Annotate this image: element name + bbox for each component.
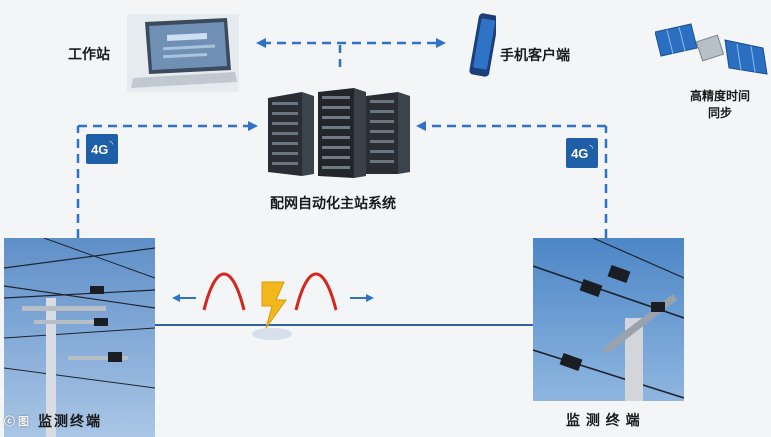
right-arrow-icon — [350, 294, 374, 302]
4g-badge-text: 4G — [91, 142, 108, 157]
mobile-client-label: 手机客户端 — [500, 45, 570, 65]
time-sync-label: 高精度时间同步 — [690, 88, 750, 122]
left-terminal-photo — [4, 238, 155, 437]
phone-icon — [468, 13, 496, 84]
fault-lightning-icon — [252, 282, 292, 340]
workstation-label: 工作站 — [68, 44, 110, 64]
left-arrow-icon — [172, 294, 196, 302]
traveling-wave-left — [204, 274, 244, 310]
left-terminal-label: 监测终端 — [38, 411, 102, 431]
4g-badge-left: 4G◝ — [86, 134, 118, 164]
watermark-logo: ⓒ 图 — [4, 413, 29, 429]
satellite-icon — [655, 18, 770, 85]
right-terminal-label: 监 测 终 端 — [566, 410, 641, 430]
4g-badge-text: 4G — [571, 146, 588, 161]
server-rack-icon — [262, 88, 412, 185]
traveling-wave-right — [296, 274, 336, 310]
workstation-laptop-image — [127, 14, 239, 92]
workstation-mobile-link — [256, 38, 446, 72]
master-station-label: 配网自动化主站系统 — [270, 193, 396, 213]
signal-icon: ◝ — [109, 139, 113, 150]
4g-badge-right: 4G◝ — [566, 138, 598, 168]
signal-icon: ◝ — [589, 143, 593, 154]
right-terminal-photo — [533, 238, 684, 401]
